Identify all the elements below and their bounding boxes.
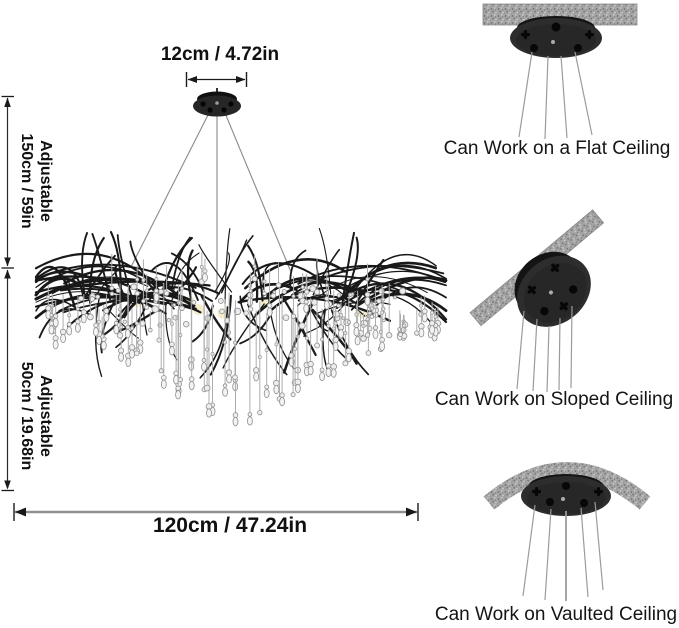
dim-hanging-height-word: Adjustable [36, 140, 54, 222]
sloped-canopy-wires [516, 305, 573, 393]
dim-height-line [1, 95, 14, 492]
mount-caption-flat: Can Work on a Flat Ceiling [443, 138, 671, 159]
chandelier-body [34, 227, 448, 427]
dim-fixture-height-label: Adjustable 50cm / 19.68in [16, 362, 54, 471]
flat-canopy [510, 16, 602, 58]
dim-hanging-height-label: Adjustable 150cm / 59in [16, 133, 54, 228]
dim-total-width-label: 120cm / 47.24in [152, 514, 308, 537]
mount-vaulted-illustration [483, 462, 651, 601]
mount-caption-sloped: Can Work on Sloped Ceiling [434, 389, 674, 410]
dim-hanging-height-value: 150cm / 59in [18, 133, 35, 229]
mount-flat-illustration [482, 3, 638, 140]
dim-canopy-width-label: 12cm / 4.72in [160, 44, 280, 65]
flat-canopy-wires [518, 51, 593, 140]
dim-canopy-width-line [185, 72, 248, 87]
mount-caption-vaulted: Can Work on Vaulted Ceiling [434, 604, 678, 625]
dim-fixture-height-value: 50cm / 19.68in [18, 361, 35, 471]
dim-total-width-line [13, 503, 419, 521]
suspension-wires [130, 112, 292, 296]
vaulted-canopy [521, 474, 611, 516]
main-fixture-illustration [34, 88, 448, 427]
vaulted-canopy-wires [522, 501, 604, 601]
dim-fixture-height-word: Adjustable [36, 375, 54, 457]
vaulted-ceiling-arch [483, 462, 651, 510]
canopy-top-icon [193, 88, 241, 117]
mount-sloped-illustration [469, 209, 605, 393]
